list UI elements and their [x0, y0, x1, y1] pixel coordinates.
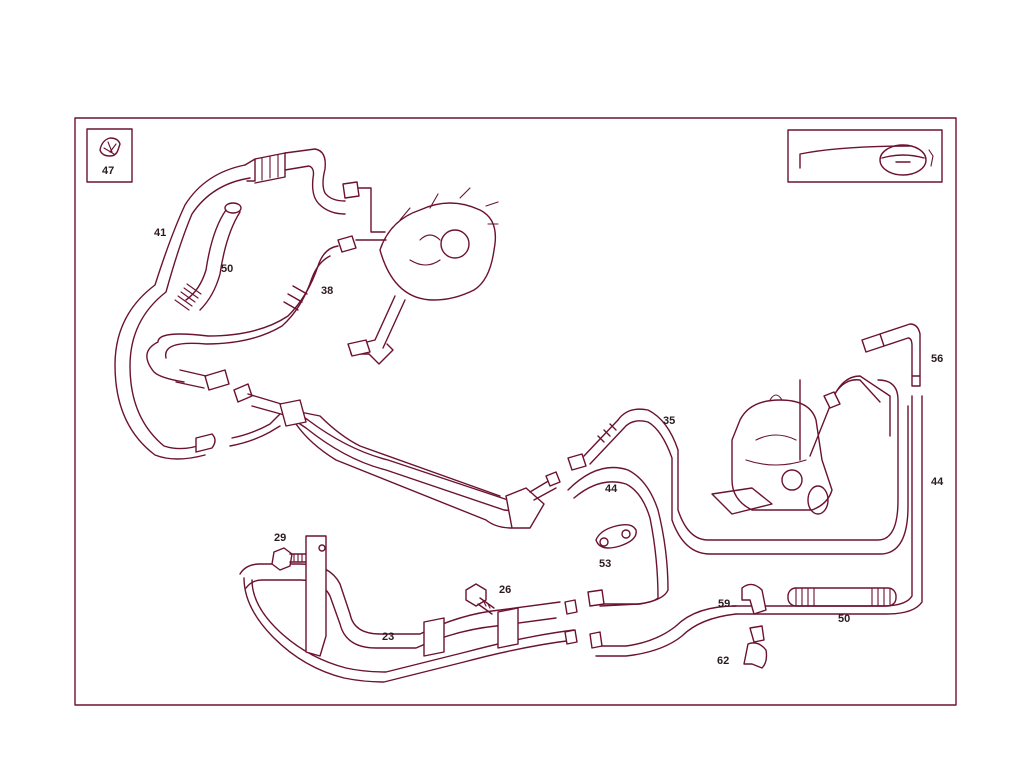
pipe-assembly-center [175, 369, 561, 529]
pipe-23 [239, 535, 578, 683]
hose-50-top [174, 202, 242, 311]
callout-26: 26 [499, 584, 511, 596]
inset-box-47: 47 [86, 128, 133, 183]
callout-38: 38 [321, 285, 333, 297]
hose-44-mid [567, 466, 669, 607]
hose-50-bottom [787, 587, 897, 607]
callout-62: 62 [717, 655, 729, 667]
clamp-53 [595, 523, 637, 549]
line-56 [861, 323, 921, 387]
steering-pump-assembly [347, 187, 499, 365]
callout-53: 53 [599, 558, 611, 570]
callout-41: 41 [154, 227, 166, 239]
callout-35: 35 [663, 415, 675, 427]
callout-50-bottom: 50 [838, 613, 850, 625]
hose-41 [114, 148, 386, 460]
steering-gear-box [711, 375, 891, 515]
line-38 [146, 235, 387, 383]
hose-35 [567, 379, 909, 555]
hose-44-right [589, 395, 923, 657]
clamp-icon [99, 137, 121, 157]
callout-29: 29 [274, 532, 286, 544]
callout-47: 47 [102, 165, 114, 177]
bolt-29 [271, 547, 307, 571]
fitting-59 [741, 583, 767, 615]
diagram-frame [74, 117, 957, 706]
callout-44-right: 44 [931, 476, 944, 488]
callout-44-mid: 44 [605, 483, 618, 495]
callout-23: 23 [382, 631, 394, 643]
inset-box-steering [787, 129, 943, 183]
fitting-62 [743, 625, 768, 669]
steering-wheel-icon [799, 144, 934, 176]
callout-50-top: 50 [221, 263, 233, 275]
bolt-26 [465, 583, 495, 615]
callout-59: 59 [718, 598, 730, 610]
callout-56: 56 [931, 353, 943, 365]
